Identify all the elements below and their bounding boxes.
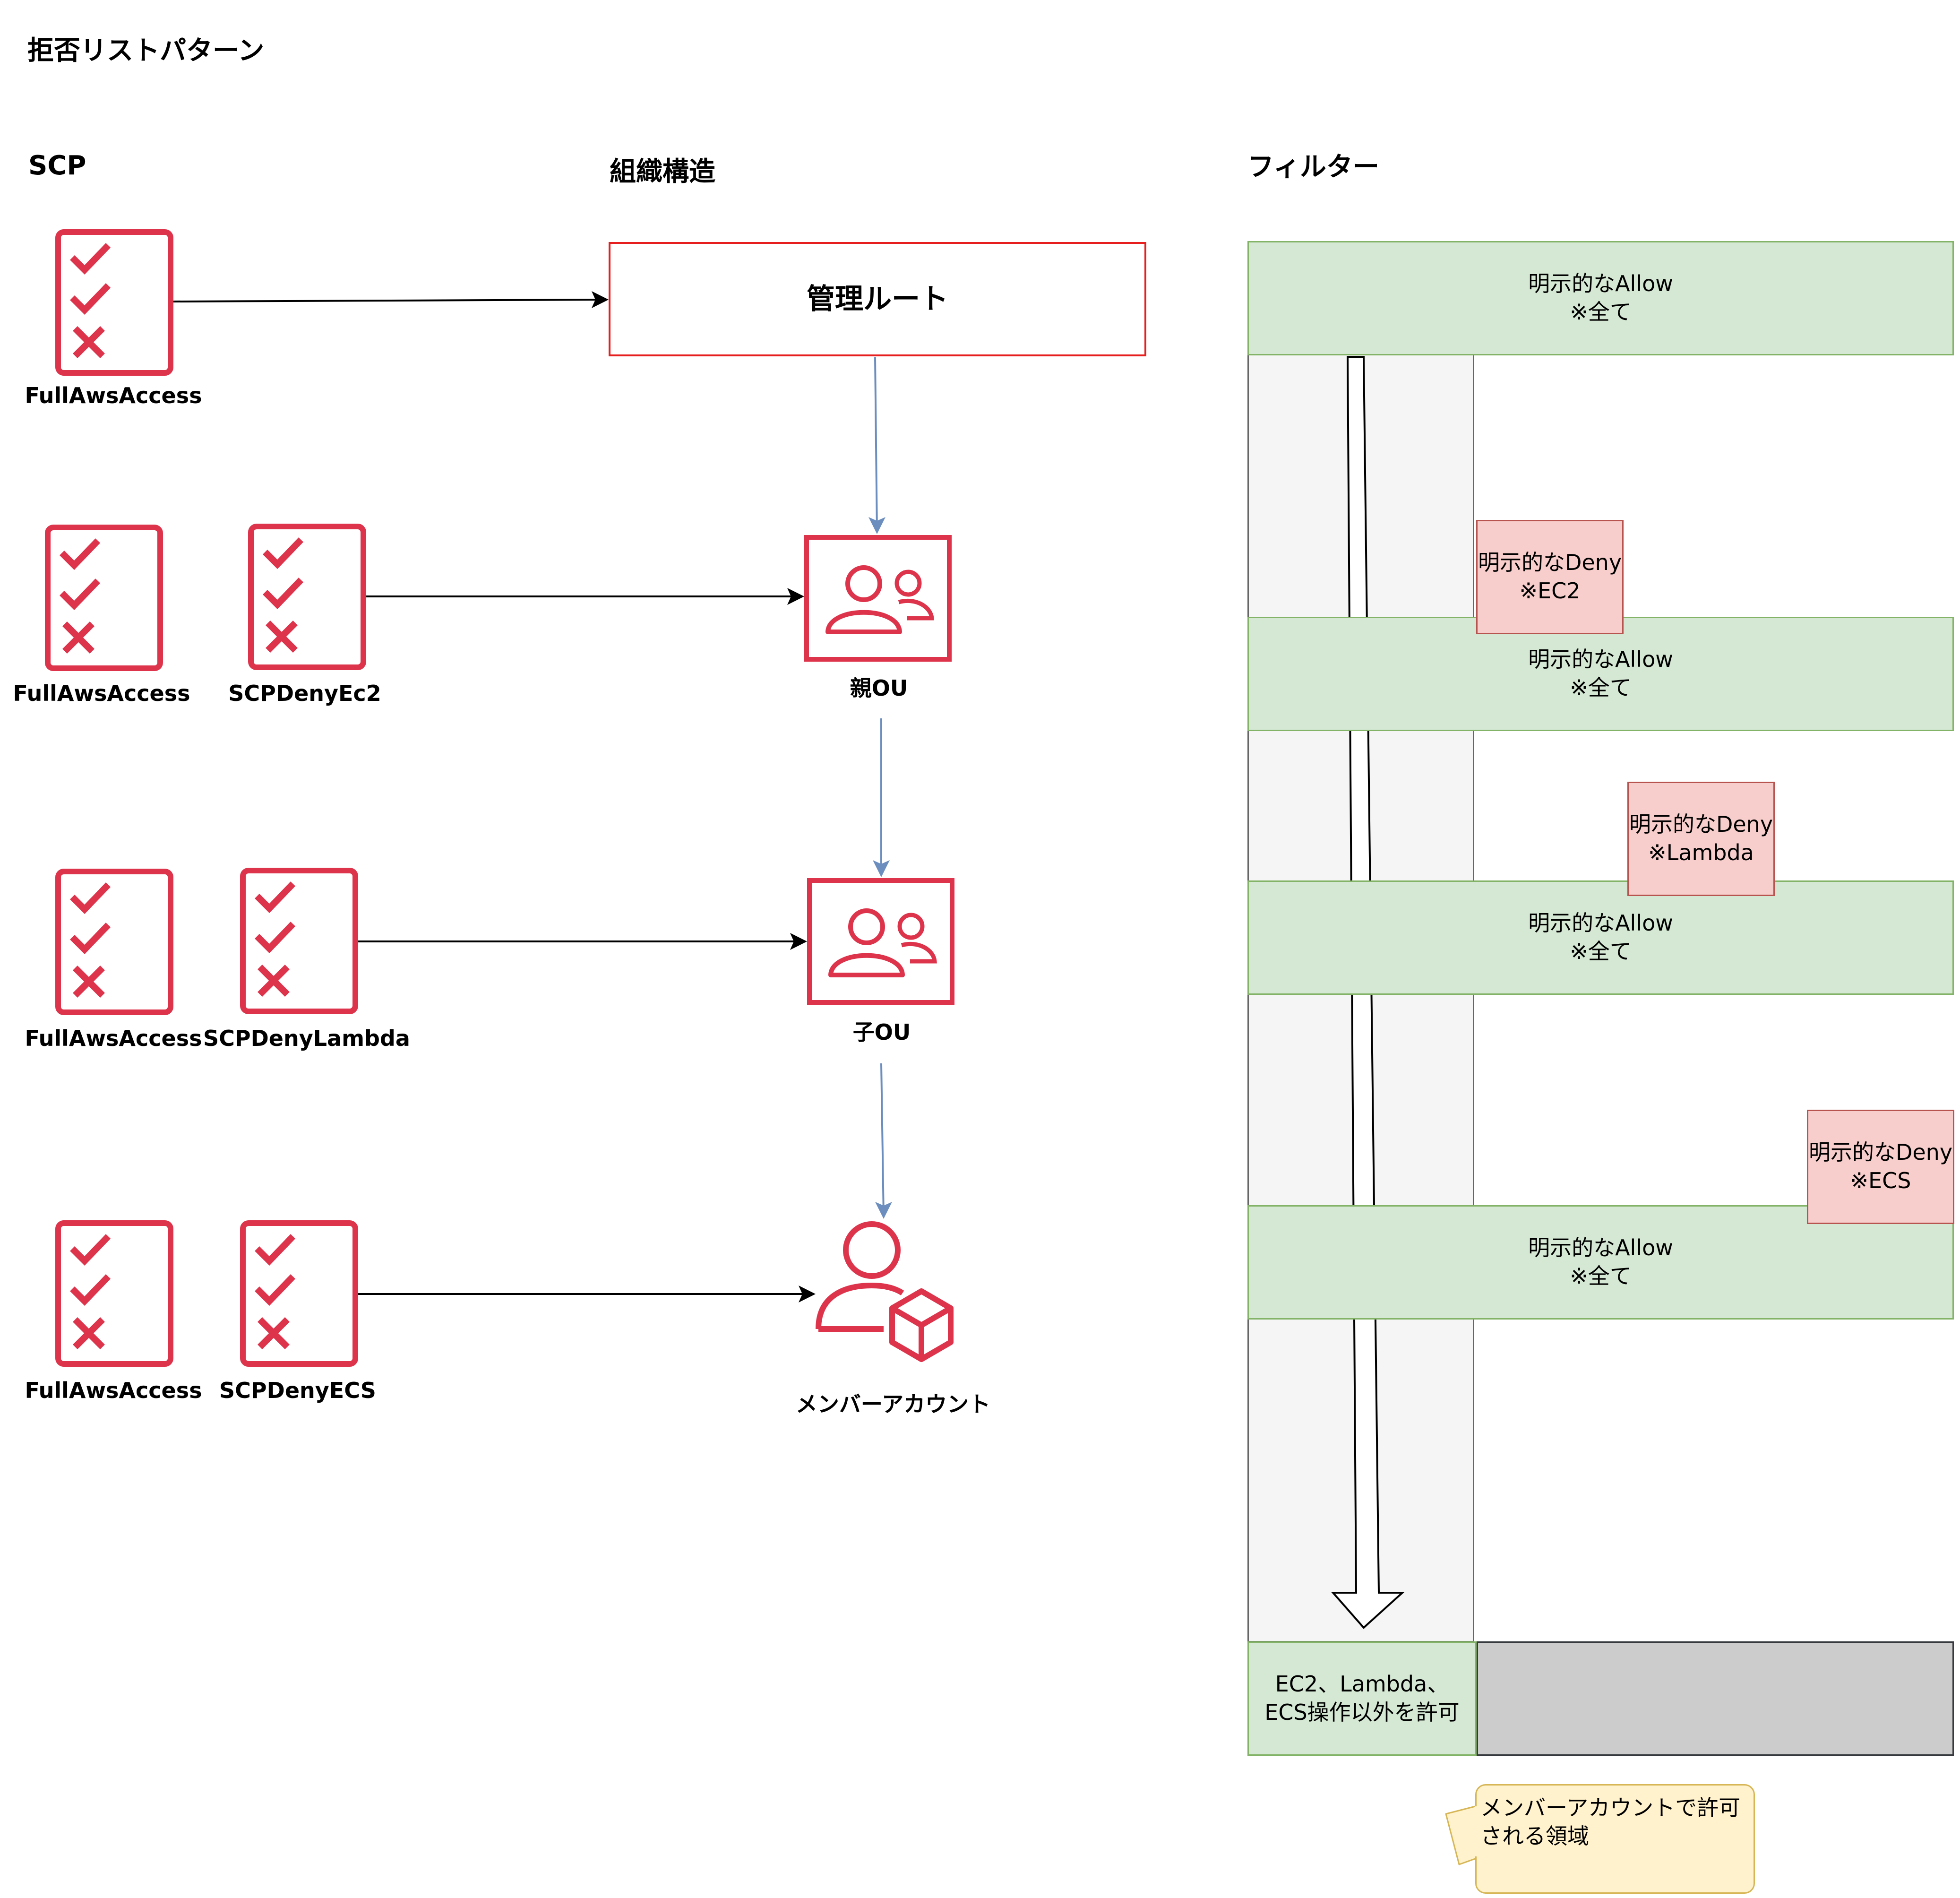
arrowhead-child-ou <box>790 933 807 950</box>
parent-ou-icon <box>804 535 952 662</box>
arrowhead-parent-ou <box>787 588 804 605</box>
policy-document-icon <box>240 868 358 1014</box>
deny-block-ec2: 明示的なDeny※EC2 <box>1476 520 1624 634</box>
allow-block-4: 明示的なAllow※全て <box>1247 1205 1954 1320</box>
scp-row2-policy1-label: FullAwsAccess <box>13 681 190 706</box>
scp-header: SCP <box>28 150 86 181</box>
result-allowed-block: EC2、Lambda、ECS操作以外を許可 <box>1247 1641 1477 1756</box>
policy-document-icon <box>55 1220 173 1367</box>
scp-row4-policy1-label: FullAwsAccess <box>25 1378 202 1403</box>
member-account-label: メンバーアカウント <box>795 1391 991 1417</box>
deny-block-ecs: 明示的なDeny※ECS <box>1807 1110 1954 1224</box>
root-to-parent-ou-arrow <box>874 357 879 533</box>
policy-document-icon <box>240 1220 358 1367</box>
scp-row1-policy1-label: FullAwsAccess <box>25 383 202 408</box>
scp-to-root-arrow <box>173 297 607 302</box>
child-ou-label: 子OU <box>852 1019 911 1045</box>
filter-header: フィルター <box>1247 152 1379 182</box>
allow-block-3: 明示的なAllow※全て <box>1247 880 1954 995</box>
policy-document-icon <box>55 869 173 1015</box>
management-root-box: 管理ルート <box>609 242 1146 356</box>
org-structure-header: 組織構造 <box>610 156 715 187</box>
arrowhead-member <box>799 1285 816 1303</box>
deny-block-lambda: 明示的なDeny※Lambda <box>1627 782 1775 896</box>
arrowhead-to-member <box>875 1202 892 1219</box>
page-title: 拒否リストパターン <box>27 35 265 66</box>
scp-row2-policy2-label: SCPDenyEc2 <box>228 681 381 706</box>
policy-document-icon <box>45 525 163 671</box>
policy-document-icon <box>55 229 173 376</box>
child-ou-icon <box>807 878 954 1005</box>
allow-block-1: 明示的なAllow※全て <box>1247 241 1954 355</box>
management-root-label: 管理ルート <box>807 283 948 316</box>
scp-row3-policy1-label: FullAwsAccess <box>25 1026 202 1051</box>
allow-block-2: 明示的なAllow※全て <box>1247 617 1954 731</box>
scp-row3-policy2-label: SCPDenyLambda <box>203 1026 410 1051</box>
policy-document-icon <box>248 524 366 670</box>
result-denied-block <box>1477 1641 1954 1756</box>
allowed-area-note: メンバーアカウントで許可される領域 <box>1475 1784 1755 1894</box>
member-account-icon <box>816 1221 954 1362</box>
arrowhead-to-parent-ou <box>868 517 885 534</box>
scp-row4-policy2-label: SCPDenyECS <box>219 1378 376 1403</box>
parent-ou-label: 親OU <box>850 675 908 701</box>
child-ou-to-member-arrow <box>880 1063 886 1217</box>
arrowhead-root <box>592 291 609 308</box>
arrowhead-to-child-ou <box>873 860 890 877</box>
